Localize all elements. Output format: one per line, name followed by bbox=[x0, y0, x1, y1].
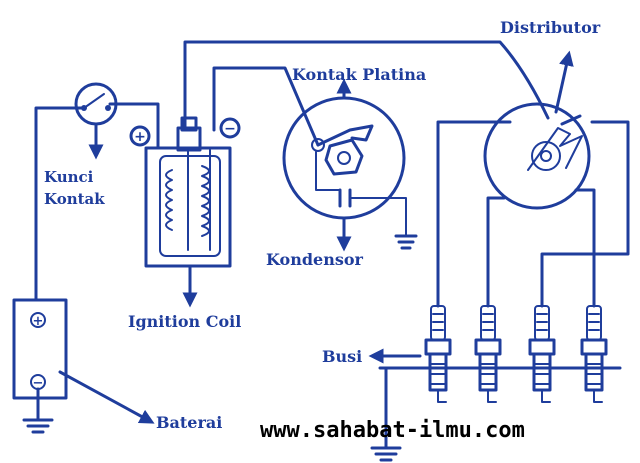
spark-plug-label: Busi bbox=[322, 347, 362, 366]
battery-arrow bbox=[58, 370, 155, 424]
key-switch-label-line2: Kontak bbox=[44, 190, 105, 208]
key-switch-label-line1: Kunci bbox=[44, 168, 94, 186]
watermark-text: www.sahabat-ilmu.com bbox=[260, 418, 525, 443]
condenser-label: Kondensor bbox=[266, 250, 364, 269]
contact-points-label: Kontak Platina bbox=[292, 65, 426, 84]
ignition-coil bbox=[144, 116, 232, 308]
plug-lead-2 bbox=[486, 196, 506, 308]
key-switch bbox=[74, 82, 118, 160]
coil-minus-terminal bbox=[219, 117, 241, 139]
plug-lead-4 bbox=[574, 188, 596, 308]
spark-plug-3 bbox=[528, 305, 556, 403]
coil-plus-sign: + bbox=[134, 129, 146, 145]
plug-lead-3 bbox=[540, 120, 630, 308]
condenser bbox=[336, 188, 418, 252]
spark-plug-1 bbox=[424, 305, 452, 403]
battery-plus-sign: + bbox=[33, 314, 44, 329]
distributor-label: Distributor bbox=[500, 18, 601, 37]
distributor-arrow bbox=[554, 50, 574, 114]
key-switch-to-coil-wire bbox=[108, 102, 160, 150]
coil-minus-sign: − bbox=[224, 121, 236, 137]
spark-plug-2 bbox=[474, 305, 502, 403]
coil-to-contact-points-wire bbox=[212, 66, 320, 147]
ignition-coil-label: Ignition Coil bbox=[128, 312, 241, 331]
battery: + − bbox=[12, 298, 155, 434]
spark-plug-4 bbox=[580, 305, 608, 403]
battery-label: Baterai bbox=[156, 413, 222, 432]
plug-lead-1 bbox=[436, 120, 512, 308]
distributor bbox=[483, 50, 591, 210]
coil-plus-terminal bbox=[129, 125, 151, 147]
coil-to-distributor-wire bbox=[183, 40, 550, 130]
battery-to-key-switch-wire bbox=[34, 106, 84, 302]
battery-minus-sign: − bbox=[33, 376, 44, 391]
